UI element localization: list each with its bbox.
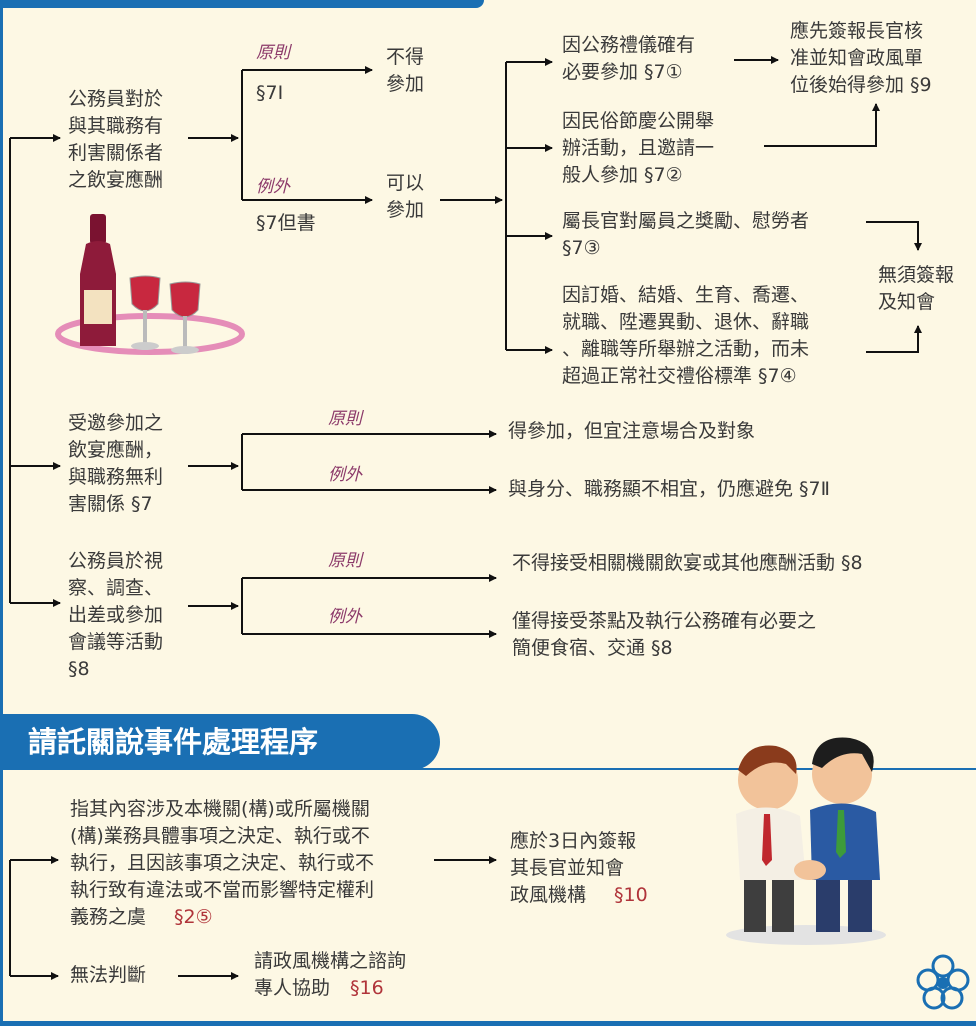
case-folk-festival: 因民俗節慶公開舉 辦活動，且邀請一 般人參加 §7② [562, 110, 715, 186]
block3-principle-result: 不得接受相關機關飲宴或其他應酬活動 §8 [512, 552, 863, 574]
case-supervisor-reward: 屬長官對屬員之獎勵、慰勞者 §7③ [562, 210, 810, 259]
section-banner: 請託關說事件處理程序 [0, 714, 440, 770]
unsure-action-ref: §16 [350, 977, 384, 999]
handshake-people-icon [726, 737, 886, 945]
block1-exception-result: 可以 參加 [386, 172, 425, 221]
block2-principle-result: 得參加，但宜注意場合及對象 [508, 420, 756, 442]
block3-exception-label: 例外 [328, 607, 362, 627]
banner-underline [0, 768, 976, 770]
block1-exception-ref: §7但書 [256, 212, 316, 234]
case-life-events: 因訂婚、結婚、生育、喬遷、 就職、陞遷異動、退休、辭職 、離職等所舉辦之活動，而… [562, 284, 810, 387]
lobbying-definition: 指其內容涉及本機關(構)或所屬機關 (構)業務具體事項之決定、執行或不 執行，且… [70, 798, 375, 928]
block3-exception-result: 僅得接受茶點及執行公務確有必要之 簡便食宿、交通 §8 [512, 610, 817, 659]
result-no-report: 無須簽報 及知會 [878, 264, 955, 313]
result-report-approval: 應先簽報長官核 准並知會政風單 位後始得參加 §9 [790, 20, 932, 96]
section-title: 請託關說事件處理程序 [28, 725, 319, 759]
block1-principle-label: 原則 [256, 43, 290, 63]
block2-exception-result: 與身分、職務顯不相宜，仍應避免 §7Ⅱ [508, 478, 830, 500]
block1-exception-label: 例外 [256, 177, 290, 197]
block1-subject: 公務員對於 與其職務有 利害關係者 之飲宴應酬 [68, 88, 164, 191]
block2-exception-label: 例外 [328, 465, 362, 485]
block1-principle-ref: §7Ⅰ [256, 82, 284, 104]
top-blue-bar [0, 0, 484, 8]
block3-principle-label: 原則 [328, 551, 362, 571]
lobbying-action-ref: §10 [614, 884, 648, 906]
unsure-action: 請政風機構之諮詢 專人協助 [254, 950, 407, 999]
case-official-etiquette: 因公務禮儀確有 必要參加 §7① [562, 34, 696, 83]
left-frame-line [0, 0, 3, 1026]
block3-subject: 公務員於視 察、調查、 出差或參加 會議等活動 §8 [68, 550, 164, 680]
lobbying-definition-ref: §2⑤ [174, 906, 213, 928]
lobbying-action: 應於3日內簽報 其長官並知會 政風機構 [510, 830, 637, 906]
flower-logo-icon [916, 954, 970, 1010]
unsure-text: 無法判斷 [70, 964, 147, 986]
wine-bottle-glasses-icon [55, 214, 245, 355]
bottom-frame-line [0, 1021, 976, 1026]
block2-principle-label: 原則 [328, 409, 362, 429]
block2-subject: 受邀參加之 飲宴應酬， 與職務無利 害關係 §7 [68, 412, 164, 515]
block1-principle-result: 不得 參加 [386, 46, 425, 95]
